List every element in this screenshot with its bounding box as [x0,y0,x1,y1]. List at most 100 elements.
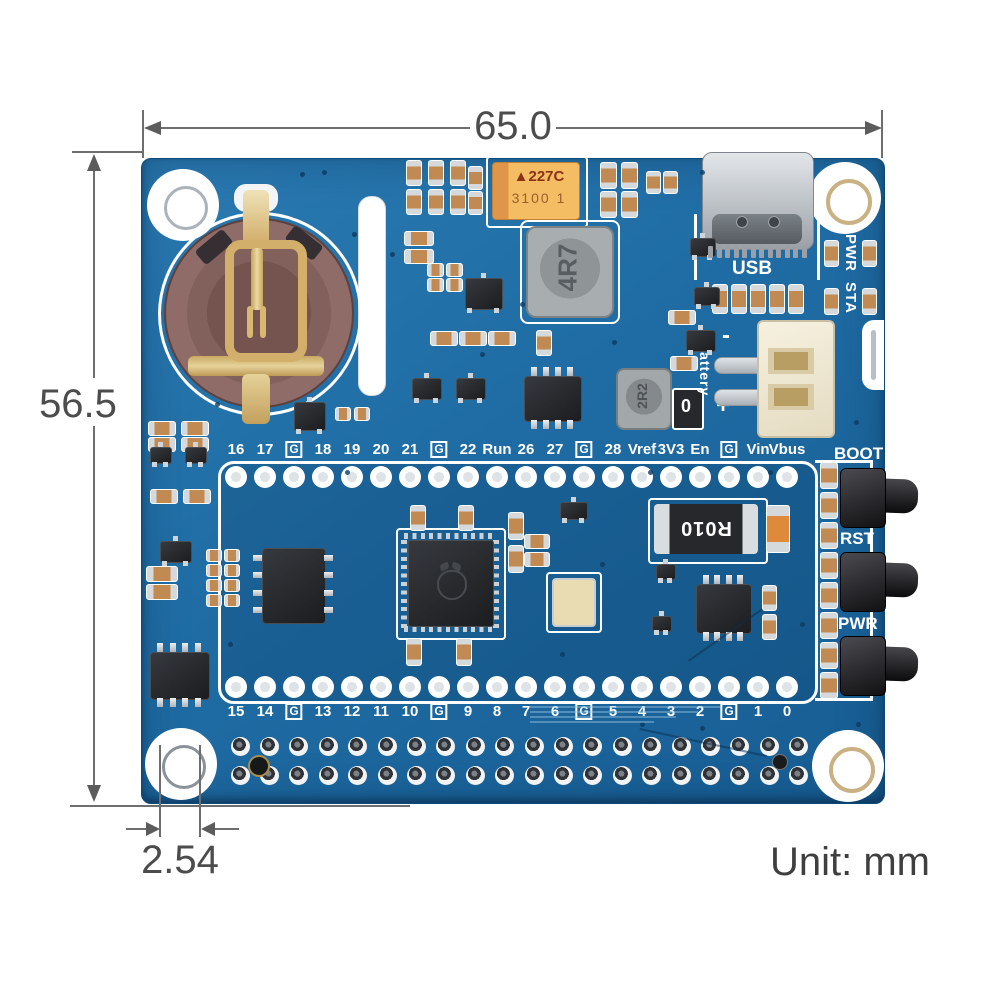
header-pin [436,765,456,785]
transistor-lead [433,398,438,403]
extension-line [199,745,201,837]
pin-hole [428,466,450,488]
battery-clip-finger [260,306,266,338]
transistor-lead [183,561,188,566]
passive-component [406,189,422,215]
passive-component [146,566,178,582]
transistor-lead [162,561,167,566]
transistor-lead [688,350,693,355]
header-pin [642,736,662,756]
passive-component [488,331,516,346]
passive-component [524,552,550,567]
pin-label: 17 [256,441,274,458]
boot-button-label: BOOT [834,444,884,463]
dimension-line [215,828,239,830]
pin-label: 3 [666,703,676,720]
small-inductor-marking: 2R2 [634,383,650,409]
transistor [694,287,720,306]
header-pin [406,736,426,756]
crystal-outline [546,572,602,633]
header-pin [759,765,779,785]
pin-hole [399,676,421,698]
usb-leg [784,246,790,258]
pin-hole [254,676,276,698]
pin-hole [776,676,798,698]
via [300,172,305,177]
passive-component [206,549,222,562]
transistor-lead [699,233,705,238]
transistor-lead [703,282,709,287]
chip-lead [157,698,163,707]
passive-component [646,171,661,194]
transistor [465,278,503,310]
header-pin [583,765,603,785]
pin-label: 15 [227,703,245,720]
soic8-chip [696,584,752,634]
transistor-lead [423,373,429,378]
passive-component [762,614,777,640]
mounting-hole-bore [826,179,872,225]
passive-component [410,505,426,531]
dimension-line [158,127,470,129]
chip-lead [195,698,201,707]
passive-component [508,545,524,573]
pin-label: 26 [517,441,535,458]
header-pin [671,765,691,785]
tantalum-marking-line1: ▲227C [506,168,572,185]
transistor-lead [663,630,668,635]
pcb-trace [530,721,654,723]
power-inductor [526,226,614,318]
pin-label: En [690,441,710,458]
pin-hole [776,466,798,488]
battery-clip-tab-top [243,190,269,248]
header-pin [553,736,573,756]
pin-label: 27 [546,441,564,458]
mcu-pins-left [401,536,407,628]
usb-leg [750,246,756,258]
transistor-lead [662,559,668,564]
transistor [656,564,676,580]
passive-component [450,160,466,186]
header-pin [495,765,515,785]
passive-component [820,552,838,579]
chip-lead [253,555,262,561]
via [520,302,525,307]
chip-lead [157,643,163,652]
transistor-lead [458,398,463,403]
transistor-lead [317,429,322,434]
mounting-hole-bore [162,745,206,789]
passive-component [769,284,785,314]
transistor [686,330,716,352]
battery-crimp-pin [714,357,760,374]
via [345,470,350,475]
chip-lead [725,632,732,641]
pin-hole [602,676,624,698]
header-pin [759,736,779,756]
header-pin [612,765,632,785]
chip-lead [324,555,333,561]
passive-component [468,191,483,215]
pin-label: 12 [343,703,361,720]
chip-lead [555,420,561,429]
width-dimension: 65.0 [474,104,552,148]
battery-clip-frame [225,240,307,362]
chip-lead [531,420,537,429]
pin-hole [631,466,653,488]
arrowhead-left [201,822,215,836]
transistor [160,541,192,563]
pwr-button [840,636,886,696]
header-pin [436,736,456,756]
transistor-lead [654,630,659,635]
header-pin [230,736,250,756]
passive-component [788,284,804,314]
passive-component [427,278,444,292]
pin-label: 21 [401,441,419,458]
jst-slot-inner [774,388,808,406]
pin-label: 2 [695,703,705,720]
pin-label: 20 [372,441,390,458]
mounting-hole-bore [164,186,208,230]
transistor-lead [711,304,716,309]
crystal-oscillator [552,578,596,627]
pin-label: 6 [550,703,560,720]
pin-label: G [720,441,738,458]
